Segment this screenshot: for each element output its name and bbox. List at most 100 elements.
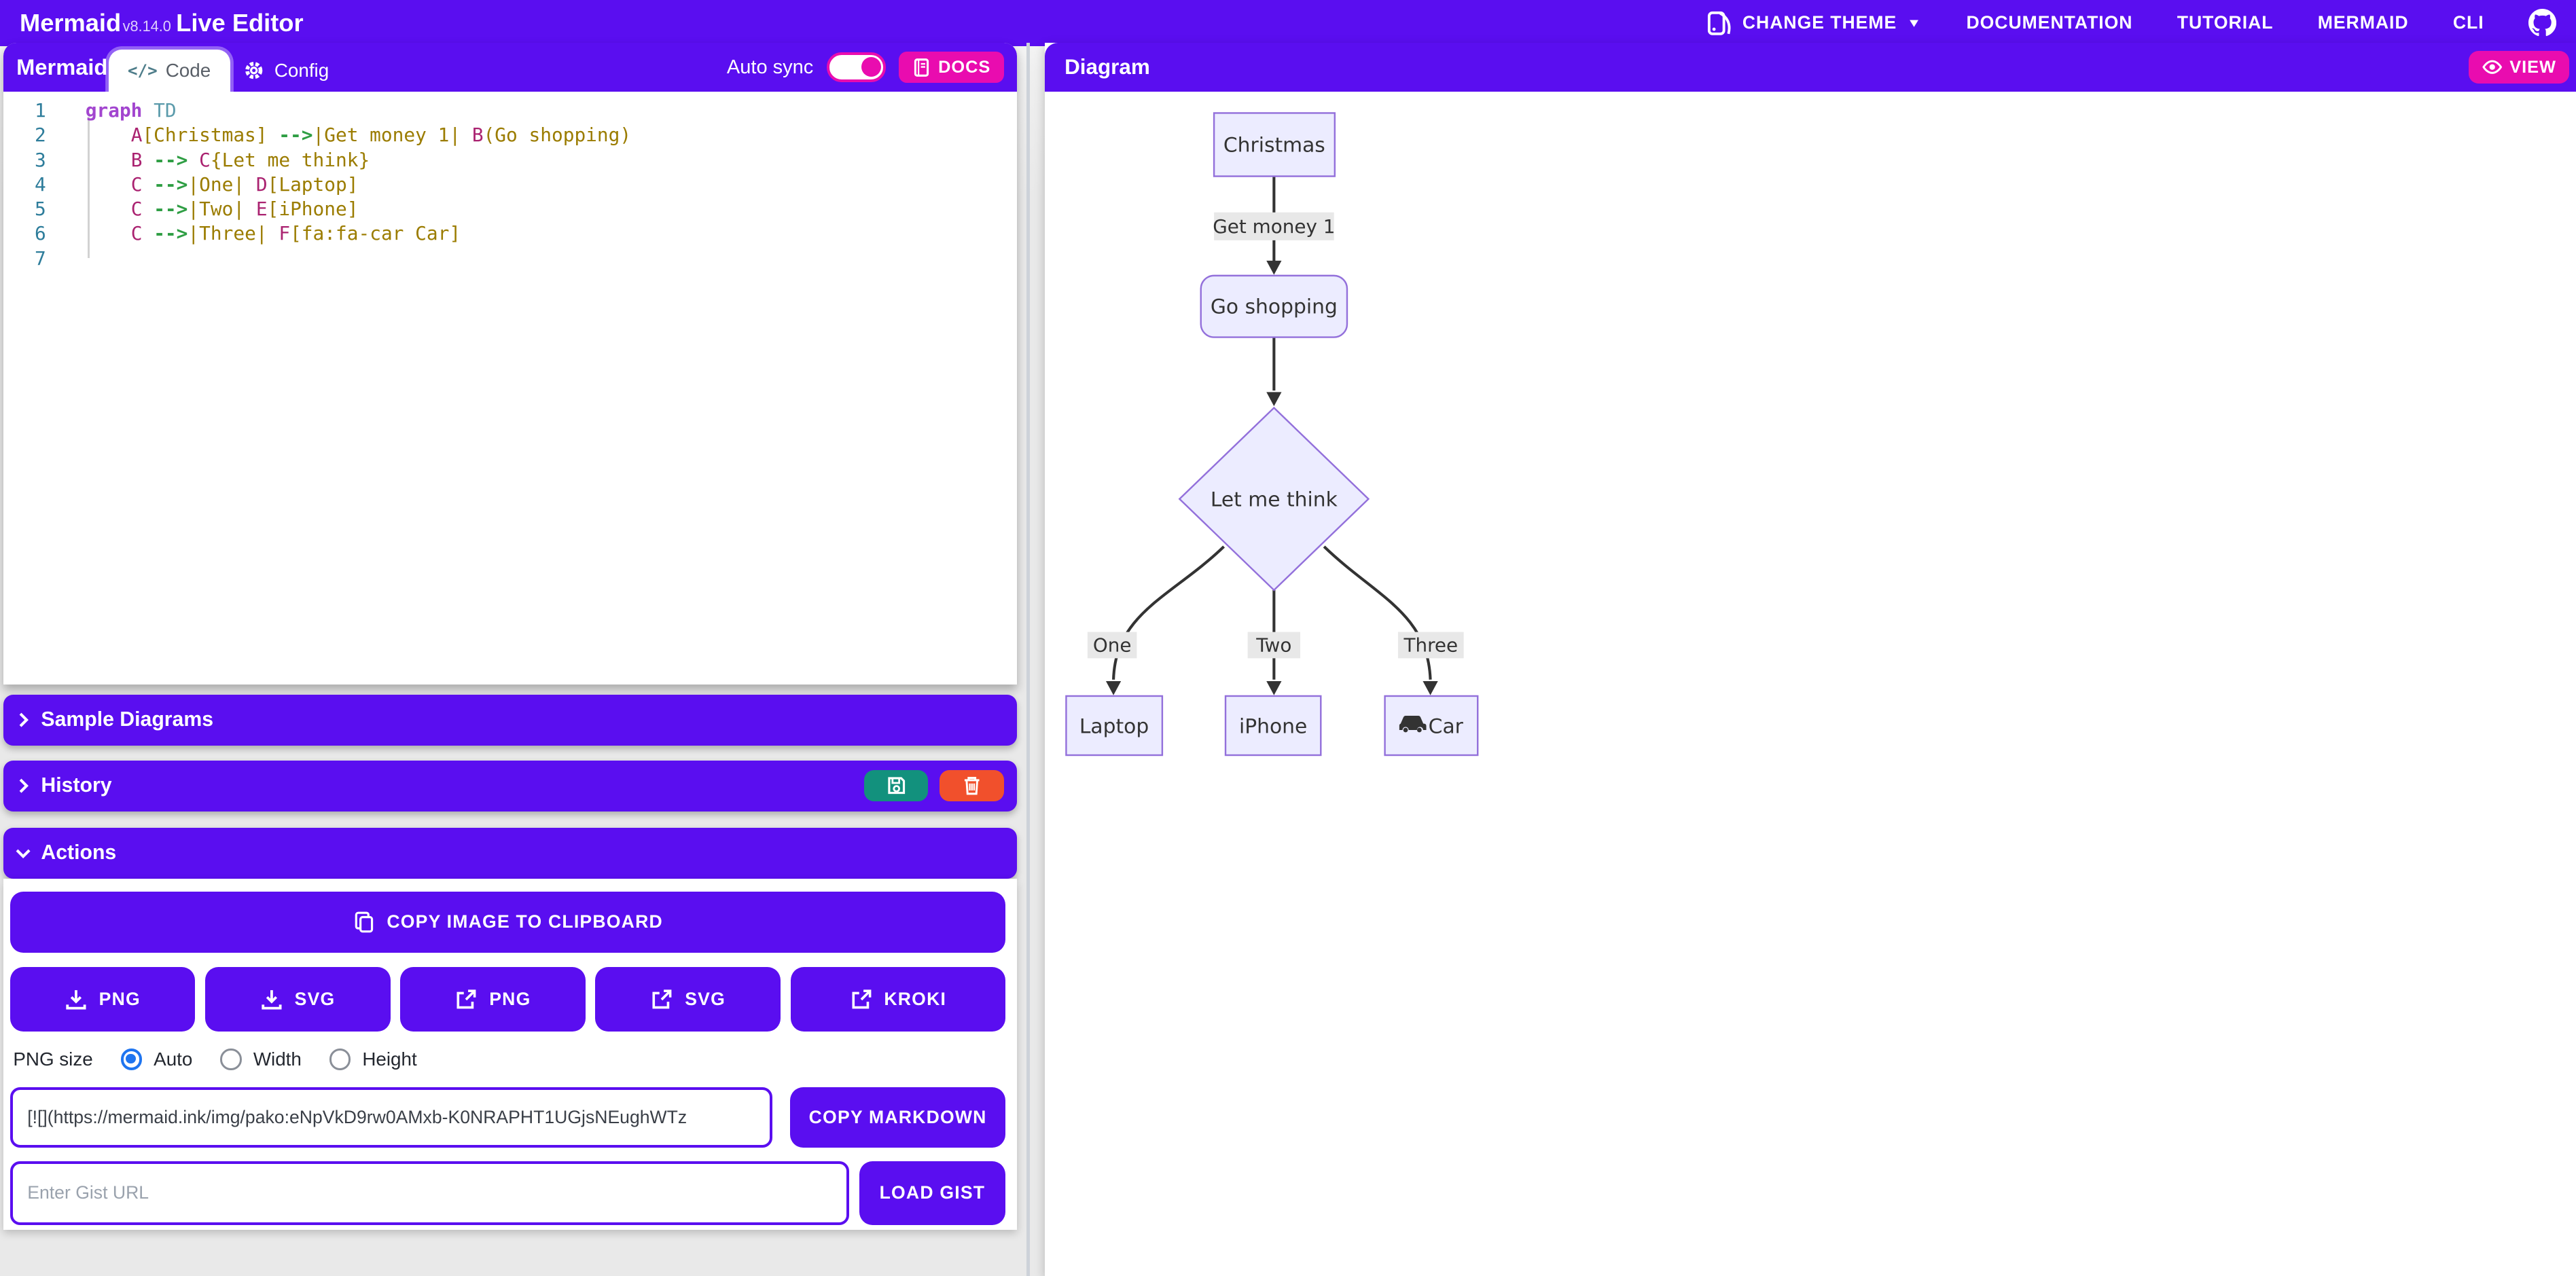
brand-version: v8.14.0: [122, 17, 171, 35]
open-svg-button[interactable]: SVG: [595, 967, 781, 1032]
radio-width[interactable]: [220, 1049, 242, 1070]
editor-panel: Mermaid </> Code Config Auto sync DOCS 1…: [3, 42, 1017, 685]
load-gist-button[interactable]: LOAD GIST: [859, 1161, 1006, 1226]
line-number: 1: [34, 99, 46, 122]
section-sample-diagrams[interactable]: Sample Diagrams: [3, 694, 1017, 746]
editor-panel-title: Mermaid: [16, 54, 108, 80]
external-link-icon: [652, 989, 672, 1008]
button-label: PNG: [99, 989, 141, 1010]
change-theme-icon: [1707, 11, 1731, 35]
download-png-button[interactable]: PNG: [10, 967, 196, 1032]
external-link-icon: [852, 989, 871, 1008]
tab-label: Code: [165, 59, 211, 81]
brand-name: Mermaid: [20, 8, 122, 37]
nav-item-label: CLI: [2452, 12, 2484, 33]
radio-label[interactable]: Height: [362, 1048, 417, 1070]
external-link-icon: [457, 989, 476, 1008]
code-line: C -->|Three| F[fa:fa-car Car]: [130, 222, 461, 245]
autosync-toggle[interactable]: [826, 52, 886, 82]
github-icon[interactable]: [2528, 9, 2556, 37]
chevron-down-icon: ▼: [1906, 16, 1922, 30]
eye-icon: [2482, 60, 2503, 75]
section-title: Sample Diagrams: [41, 708, 214, 731]
save-history-button[interactable]: [864, 770, 929, 802]
line-number: 5: [34, 198, 46, 221]
tab-code[interactable]: </> Code: [108, 49, 230, 92]
nav-item-tutorial[interactable]: TUTORIAL: [2177, 12, 2274, 33]
line-number: 4: [34, 172, 46, 196]
node-go-shopping: [1200, 275, 1348, 339]
autosync-label: Auto sync: [726, 56, 814, 78]
view-button[interactable]: VIEW: [2468, 50, 2570, 84]
open-png-button[interactable]: PNG: [400, 967, 586, 1032]
radio-height[interactable]: [329, 1049, 351, 1070]
copy-image-button[interactable]: COPY IMAGE TO CLIPBOARD: [10, 892, 1006, 953]
node-let-me-think: [1178, 407, 1370, 592]
code-line: B --> C{Let me think}: [130, 148, 370, 171]
edge-label: Get money 1: [1213, 215, 1335, 238]
copy-icon: [355, 911, 373, 933]
nav-item-cli[interactable]: CLI: [2453, 12, 2484, 33]
download-svg-button[interactable]: SVG: [204, 967, 391, 1032]
line-number: 3: [34, 148, 46, 171]
actions-content: COPY IMAGE TO CLIPBOARD PNG SVG PNG SVG …: [3, 878, 1017, 1231]
nav-item-documentation[interactable]: DOCUMENTATION: [1966, 12, 2132, 33]
diagram-viewport[interactable]: Get money 1 One Two Three: [1045, 92, 2576, 1276]
gist-url-input[interactable]: [10, 1161, 850, 1226]
download-icon: [262, 989, 282, 1010]
editor-panel-header: Mermaid </> Code Config Auto sync DOCS: [3, 42, 1017, 92]
chevron-right-icon: [19, 778, 29, 793]
clear-history-button[interactable]: [940, 770, 1004, 802]
section-actions[interactable]: Actions: [3, 827, 1017, 879]
indent-guide: [88, 116, 90, 258]
arrowhead: [1106, 681, 1122, 696]
button-label: PNG: [489, 989, 531, 1010]
edge-labels: Get money 1 One Two Three: [1087, 213, 1464, 659]
button-label: KROKI: [884, 989, 947, 1010]
nav-item-label: MERMAID: [2317, 12, 2409, 33]
docs-button[interactable]: DOCS: [899, 52, 1004, 84]
code-line: C -->|Two| E[iPhone]: [130, 198, 359, 221]
node-iphone: [1224, 695, 1322, 757]
png-size-label: PNG size: [13, 1048, 93, 1070]
nav-item-mermaid[interactable]: MERMAID: [2318, 12, 2409, 33]
toggle-knob: [861, 56, 882, 77]
nav-item-label: CHANGE THEME: [1742, 12, 1897, 33]
book-icon: [914, 58, 929, 77]
node-christmas: [1213, 112, 1336, 178]
node-label: Laptop: [1079, 715, 1149, 739]
radio-label[interactable]: Auto: [154, 1048, 193, 1070]
code-content: graph TD A[Christmas] -->|Get money 1| B…: [86, 98, 1017, 271]
markdown-url-input[interactable]: [10, 1087, 772, 1148]
car-icon: [1399, 716, 1427, 733]
radio-auto[interactable]: [120, 1049, 143, 1070]
code-icon: </>: [127, 60, 158, 80]
section-history[interactable]: History: [3, 760, 1017, 812]
gear-icon: [245, 62, 263, 79]
code-line: C -->|One| D[Laptop]: [130, 172, 359, 196]
button-label: SVG: [294, 989, 336, 1010]
nav-item-label: DOCUMENTATION: [1966, 12, 2133, 33]
open-kroki-button[interactable]: KROKI: [790, 967, 1006, 1032]
brand-suffix: Live Editor: [176, 8, 304, 37]
edge-label: Three: [1403, 634, 1459, 657]
flowchart-svg: Get money 1 One Two Three: [1065, 112, 1479, 757]
copy-markdown-button[interactable]: COPY MARKDOWN: [790, 1087, 1006, 1148]
copy-image-label: COPY IMAGE TO CLIPBOARD: [387, 911, 663, 932]
diagram-panel-header: Diagram VIEW: [1045, 42, 2576, 92]
radio-label[interactable]: Width: [253, 1048, 302, 1070]
button-label: SVG: [685, 989, 726, 1010]
code-line: [86, 247, 1017, 271]
node-label: Let me think: [1211, 488, 1338, 512]
code-line: A[Christmas] -->|Get money 1| B(Go shopp…: [130, 124, 632, 147]
tab-config[interactable]: Config: [243, 50, 329, 92]
arrowhead: [1423, 681, 1438, 696]
nav-item-change-theme[interactable]: CHANGE THEME ▼: [1706, 10, 1922, 37]
section-title: Actions: [41, 841, 117, 864]
save-icon: [887, 777, 905, 795]
arrowhead: [1266, 261, 1282, 276]
panel-resize-handle[interactable]: [1026, 42, 1031, 1276]
